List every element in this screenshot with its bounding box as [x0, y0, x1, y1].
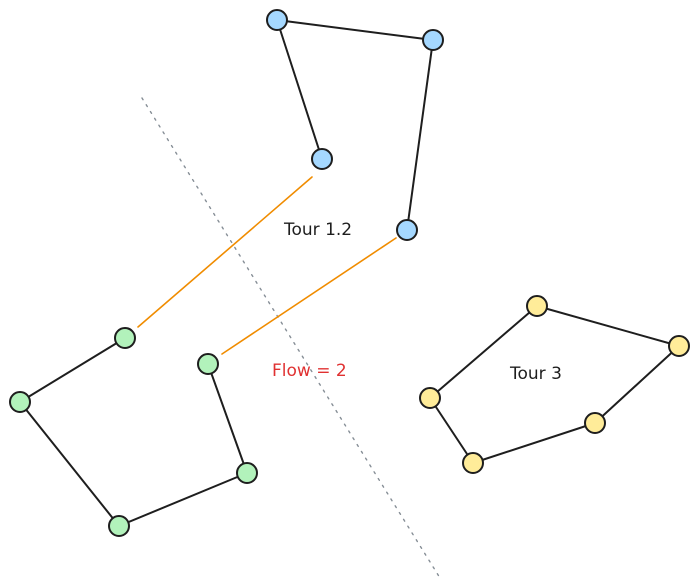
green-node[interactable] — [197, 353, 219, 375]
blue-edge — [406, 39, 434, 231]
yellow-edge — [429, 305, 538, 399]
blue-node[interactable] — [311, 148, 333, 170]
yellow-node[interactable] — [419, 387, 441, 409]
yellow-node[interactable] — [584, 412, 606, 434]
yellow-edge — [594, 345, 680, 424]
green-node[interactable] — [9, 391, 31, 413]
blue-edge — [276, 19, 323, 160]
green-edge — [19, 401, 120, 527]
blue-nodes — [266, 9, 444, 241]
blue-node[interactable] — [266, 9, 288, 31]
yellow-node[interactable] — [668, 335, 690, 357]
green-edge — [207, 363, 248, 474]
tour-1-2-label: Tour 1.2 — [283, 220, 352, 240]
green-edge — [19, 337, 126, 403]
yellow-edge — [536, 305, 680, 347]
tour-3-label: Tour 3 — [509, 364, 562, 384]
yellow-node[interactable] — [526, 295, 548, 317]
green-tour-edges — [19, 337, 248, 527]
green-nodes — [9, 327, 258, 537]
yellow-nodes — [419, 295, 690, 474]
green-node[interactable] — [114, 327, 136, 349]
flow-connectors — [137, 176, 397, 355]
blue-node[interactable] — [396, 219, 418, 241]
green-edge — [118, 472, 248, 527]
green-node[interactable] — [108, 515, 130, 537]
blue-edge — [276, 19, 434, 41]
yellow-edge — [429, 397, 474, 464]
connector-edge — [137, 176, 313, 328]
flow-label: Flow = 2 — [272, 361, 347, 381]
yellow-edge — [472, 422, 596, 464]
yellow-tour-edges — [429, 305, 680, 464]
yellow-node[interactable] — [462, 452, 484, 474]
blue-node[interactable] — [422, 29, 444, 51]
blue-tour-edges — [276, 19, 434, 231]
green-node[interactable] — [236, 462, 258, 484]
connector-edge — [221, 237, 397, 355]
cut-line — [141, 97, 441, 579]
